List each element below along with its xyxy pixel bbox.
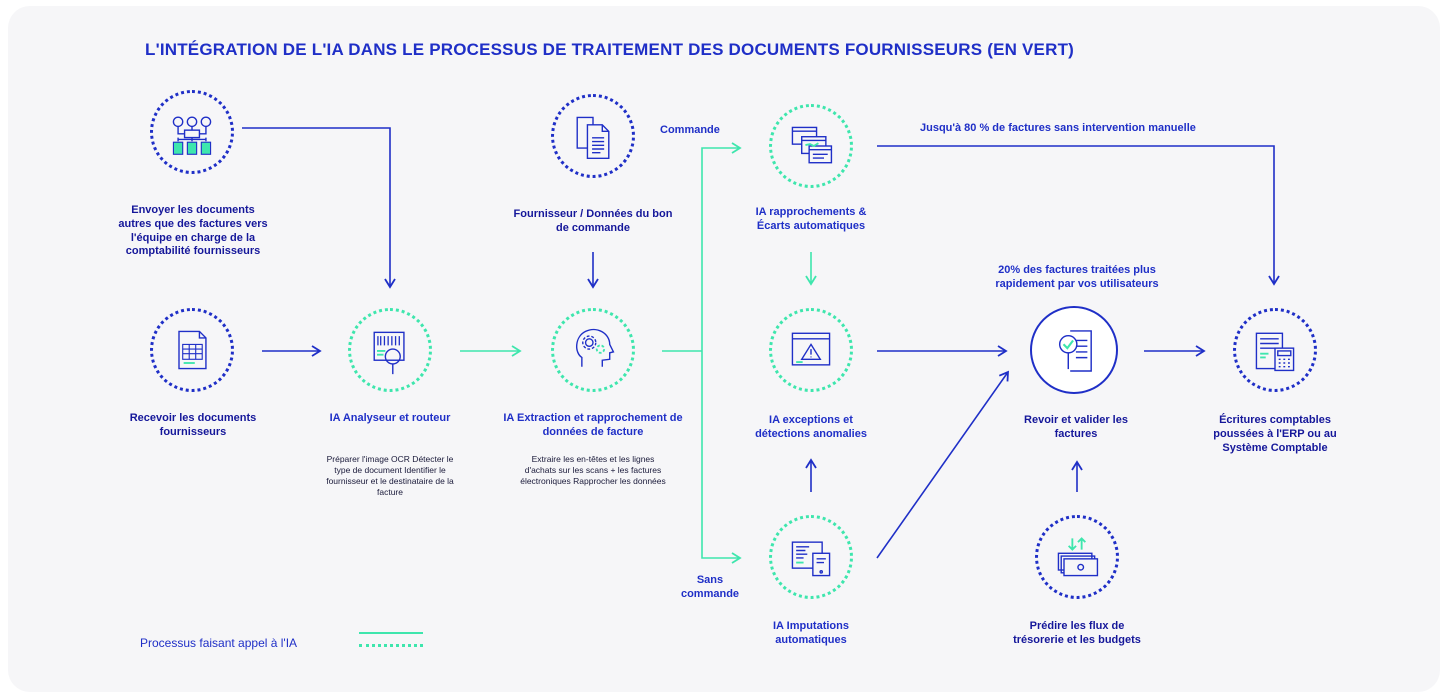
extraction-node [551,308,635,392]
recevoir-node [150,308,234,392]
imputations-label: IA Imputations automatiques [773,620,849,646]
ecritures-node [1233,308,1317,392]
exceptions-label: IA exceptions et détections anomalies [755,414,867,440]
cash-flow-icon [1057,537,1099,577]
documents-stack-icon [576,116,610,159]
rapprochements-label: IA rapprochements & Écarts automatiques [755,206,867,232]
extraction-details: Extraire les en-têtes et les lignes d'ac… [520,454,666,487]
analyseur-details: Préparer l'image OCR Détecter le type de… [326,454,454,498]
legend-label: Processus faisant appel à l'IA [140,636,298,650]
warning-window-icon [791,332,831,366]
revoir-node [1030,306,1118,394]
envoyer-label: Envoyer les documents autres que des fac… [118,204,268,258]
arrow-rapprochements-ecritures [877,145,1280,286]
fournisseur-node [551,94,635,178]
ledger-calculator-icon [1255,332,1295,372]
annotation-20-percent: 20% des factures traitées plus rapidemen… [995,264,1159,290]
imputations-node [769,515,853,599]
diagram-title: L'INTÉGRATION DE L'IA DANS LE PROCESSUS … [145,40,1075,59]
arrow-envoyer-analyseur [242,127,396,289]
devices-code-icon [791,541,831,577]
extraction-label: IA Extraction et rapprochement de donnée… [503,412,683,438]
org-chart-icon [172,116,212,155]
annotation-80-percent: Jusqu'à 80 % de factures sans interventi… [920,122,1196,134]
arrow-commande [701,142,742,351]
revoir-label: Revoir et valider les factures [1024,414,1128,440]
legend-ai-line [359,632,423,634]
analyseur-label: IA Analyseur et routeur [329,412,451,424]
fournisseur-label: Fournisseur / Données du bon de commande [513,208,673,234]
legend-ai-dotted [359,644,423,647]
analyseur-node [348,308,432,392]
predire-node [1035,515,1119,599]
exceptions-node [769,308,853,392]
ecritures-label: Écritures comptables poussées à l'ERP ou… [1213,414,1337,454]
document-table-icon [178,330,207,370]
validate-document-icon [1058,330,1092,372]
predire-label: Prédire les flux de trésorerie et les bu… [1013,620,1141,646]
rapprochements-node [769,104,853,188]
branch-commande-label: Commande [660,124,720,136]
matching-windows-icon [791,126,833,164]
recevoir-label: Recevoir les documents fournisseurs [129,412,257,438]
scan-magnifier-icon [373,331,405,375]
ai-head-gears-icon [576,328,615,367]
branch-sans-commande-label: Sans commande [680,574,740,600]
arrow-imputations-revoir [876,370,1009,559]
arrow-sans-commande [701,351,742,564]
envoyer-node [150,90,234,174]
